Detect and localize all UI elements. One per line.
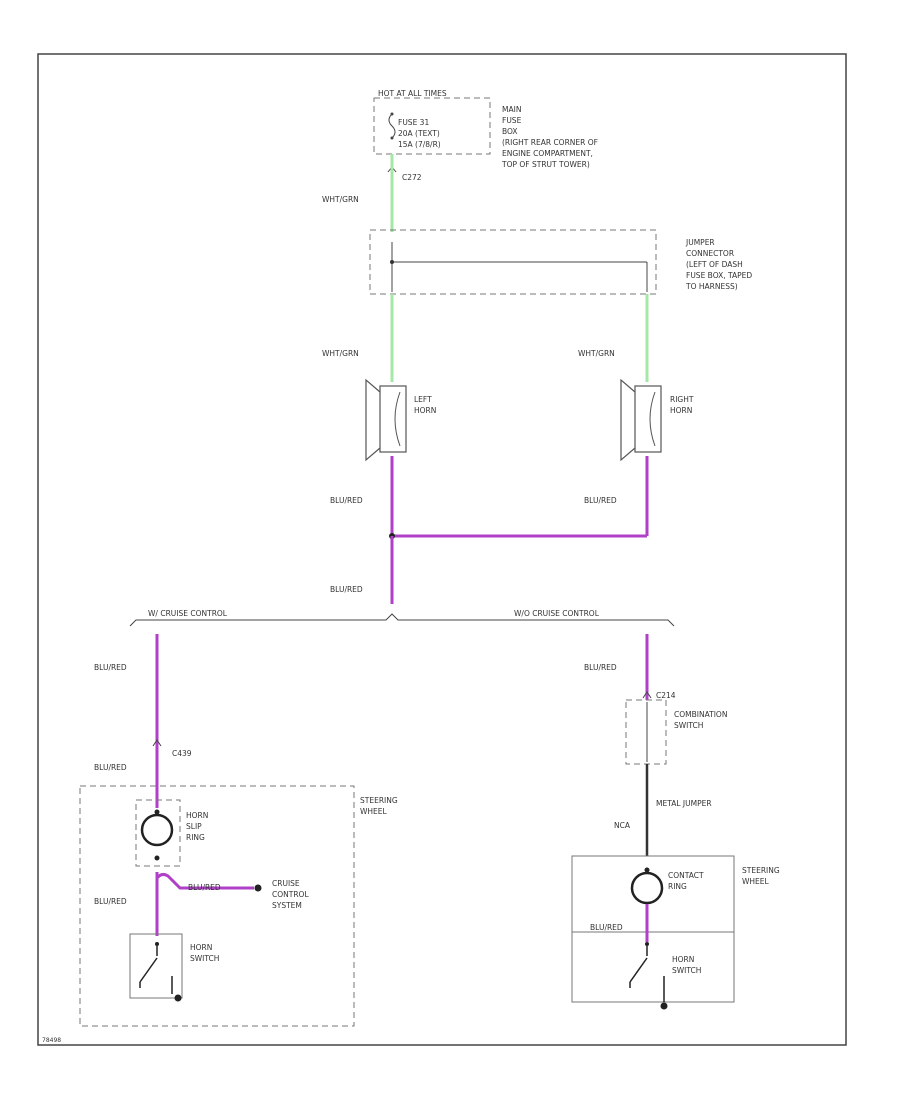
right-horn-label-2: HORN bbox=[670, 406, 692, 415]
wire-label-blu-red-left-horn: BLU/RED bbox=[330, 496, 363, 505]
wire-label-blu-red-switch-right: BLU/RED bbox=[590, 923, 623, 932]
combination-switch-label-1: COMBINATION bbox=[674, 710, 727, 719]
fuse-location-5: ENGINE COMPARTMENT, bbox=[502, 149, 593, 158]
figure-id: 78498 bbox=[42, 1037, 61, 1044]
fuse-location-3: BOX bbox=[502, 127, 518, 136]
fuse-location-6: TOP OF STRUT TOWER) bbox=[501, 160, 590, 169]
wire-label-blu-red-branch-left: BLU/RED bbox=[94, 663, 127, 672]
horn-switch-right-ground bbox=[660, 1002, 668, 1010]
wire-label-blu-red-c439: BLU/RED bbox=[94, 763, 127, 772]
fuse-location-1: MAIN bbox=[502, 105, 521, 114]
steering-wheel-left-box bbox=[79, 785, 355, 1027]
fuse-line-3: 15A (7/8/R) bbox=[398, 140, 441, 149]
horn-switch-right-label-2: SWITCH bbox=[672, 966, 701, 975]
horn-switch-left-box bbox=[129, 933, 183, 999]
contact-ring-icon bbox=[630, 871, 664, 905]
right-horn-label-1: RIGHT bbox=[670, 395, 694, 404]
combination-switch-label-2: SWITCH bbox=[674, 721, 703, 730]
fuse-location-2: FUSE bbox=[502, 116, 522, 125]
horn-slip-ring-label-2: SLIP bbox=[186, 822, 202, 831]
cruise-label-1: CRUISE bbox=[272, 879, 300, 888]
jumper-bar bbox=[390, 242, 648, 292]
connector-c272-label: C272 bbox=[402, 173, 422, 182]
branch-left-label: W/ CRUISE CONTROL bbox=[148, 609, 228, 618]
wire-label-blu-red-center: BLU/RED bbox=[330, 585, 363, 594]
left-horn-icon bbox=[365, 378, 407, 462]
wire-label-blu-red-right-horn: BLU/RED bbox=[584, 496, 617, 505]
jumper-label-4: FUSE BOX, TAPED bbox=[686, 271, 752, 280]
fuse-location-4: (RIGHT REAR CORNER OF bbox=[502, 138, 598, 147]
wire-label-blu-red-branch-right: BLU/RED bbox=[584, 663, 617, 672]
slip-ring-terminal-bottom bbox=[154, 855, 160, 861]
horn-switch-left-label-1: HORN bbox=[190, 943, 212, 952]
branch-right-label: W/O CRUISE CONTROL bbox=[514, 609, 600, 618]
steering-right-label-1: STEERING bbox=[742, 866, 780, 875]
contact-ring-label-1: CONTACT bbox=[668, 871, 704, 880]
left-horn-label-1: LEFT bbox=[414, 395, 432, 404]
c439-label: C439 bbox=[172, 749, 192, 758]
horn-switch-right-icon bbox=[629, 942, 665, 1002]
horn-switch-left-icon bbox=[139, 942, 173, 994]
slip-ring-terminal-top bbox=[154, 809, 160, 815]
connector-c439 bbox=[152, 739, 162, 747]
steering-left-label-2: WHEEL bbox=[360, 807, 388, 816]
wire-label-wht-grn-left: WHT/GRN bbox=[322, 349, 359, 358]
branch-bracket bbox=[129, 613, 675, 627]
c214-label: C214 bbox=[656, 691, 676, 700]
wire-label-nca: NCA bbox=[614, 821, 631, 830]
fuse-line-2: 20A (TEXT) bbox=[398, 129, 440, 138]
horn-slip-ring-icon bbox=[140, 813, 174, 847]
jumper-label-5: TO HARNESS) bbox=[685, 282, 738, 291]
steering-left-label-1: STEERING bbox=[360, 796, 398, 805]
right-horn-icon bbox=[620, 378, 662, 462]
steering-wheel-right-box bbox=[571, 855, 735, 1003]
fuse-header: HOT AT ALL TIMES bbox=[378, 89, 447, 98]
horn-switch-left-label-2: SWITCH bbox=[190, 954, 219, 963]
jumper-label-3: (LEFT OF DASH bbox=[686, 260, 743, 269]
horn-slip-ring-box bbox=[135, 799, 181, 867]
cruise-label-3: SYSTEM bbox=[272, 901, 302, 910]
contact-ring-label-2: RING bbox=[668, 882, 687, 891]
horn-slip-ring-label-1: HORN bbox=[186, 811, 208, 820]
combination-switch-box bbox=[625, 699, 667, 765]
wire-label-blu-red-switch-left: BLU/RED bbox=[94, 897, 127, 906]
horn-switch-right-label-1: HORN bbox=[672, 955, 694, 964]
fuse-symbol bbox=[388, 112, 396, 140]
left-horn-label-2: HORN bbox=[414, 406, 436, 415]
connector-c214 bbox=[642, 691, 652, 699]
wire-label-wht-grn-right: WHT/GRN bbox=[578, 349, 615, 358]
wire-label-wht-grn-top: WHT/GRN bbox=[322, 195, 359, 204]
wire-label-blu-red-cruise: BLU/RED bbox=[188, 883, 221, 892]
jumper-label-2: CONNECTOR bbox=[686, 249, 734, 258]
cruise-label-2: CONTROL bbox=[272, 890, 309, 899]
jumper-connector-box bbox=[369, 229, 657, 295]
horn-switch-left-ground bbox=[174, 994, 182, 1002]
fuse-box bbox=[373, 97, 491, 155]
diagram-frame bbox=[37, 53, 847, 1046]
metal-jumper-label: METAL JUMPER bbox=[656, 799, 712, 808]
jumper-label-1: JUMPER bbox=[685, 238, 715, 247]
cruise-control-terminal bbox=[254, 884, 262, 892]
fuse-line-1: FUSE 31 bbox=[398, 118, 429, 127]
contact-ring-terminal-top bbox=[644, 867, 650, 873]
horn-slip-ring-label-3: RING bbox=[186, 833, 205, 842]
steering-right-label-2: WHEEL bbox=[742, 877, 770, 886]
